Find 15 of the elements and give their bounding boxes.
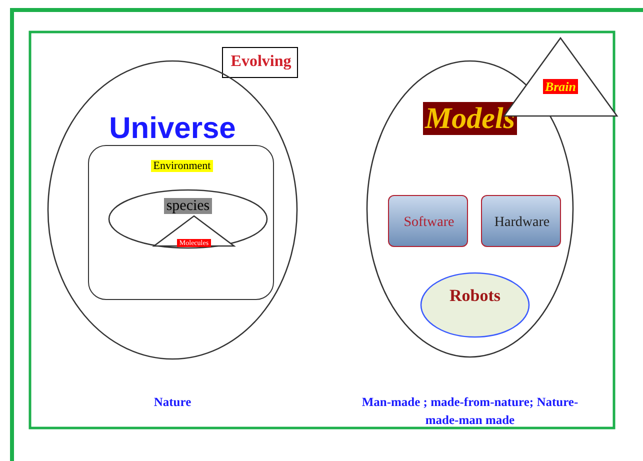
component-card <box>388 195 468 247</box>
component-card <box>481 195 561 247</box>
card-label: Hardware <box>494 215 550 230</box>
region-title: Models <box>423 102 517 135</box>
card-label: Software <box>404 215 454 230</box>
caption: Man-made ; made-from-nature; Nature-made-man made <box>362 395 578 427</box>
box-label: Evolving <box>230 53 292 70</box>
label-box <box>222 47 298 78</box>
region-title: Environment <box>151 160 213 172</box>
card-label: Robots <box>449 286 500 305</box>
caption: Nature <box>154 395 192 409</box>
triangle-label: Brain <box>542 79 578 94</box>
rounded-region <box>88 145 274 300</box>
region-title: species <box>164 198 212 214</box>
region-title: Universe <box>109 112 236 145</box>
